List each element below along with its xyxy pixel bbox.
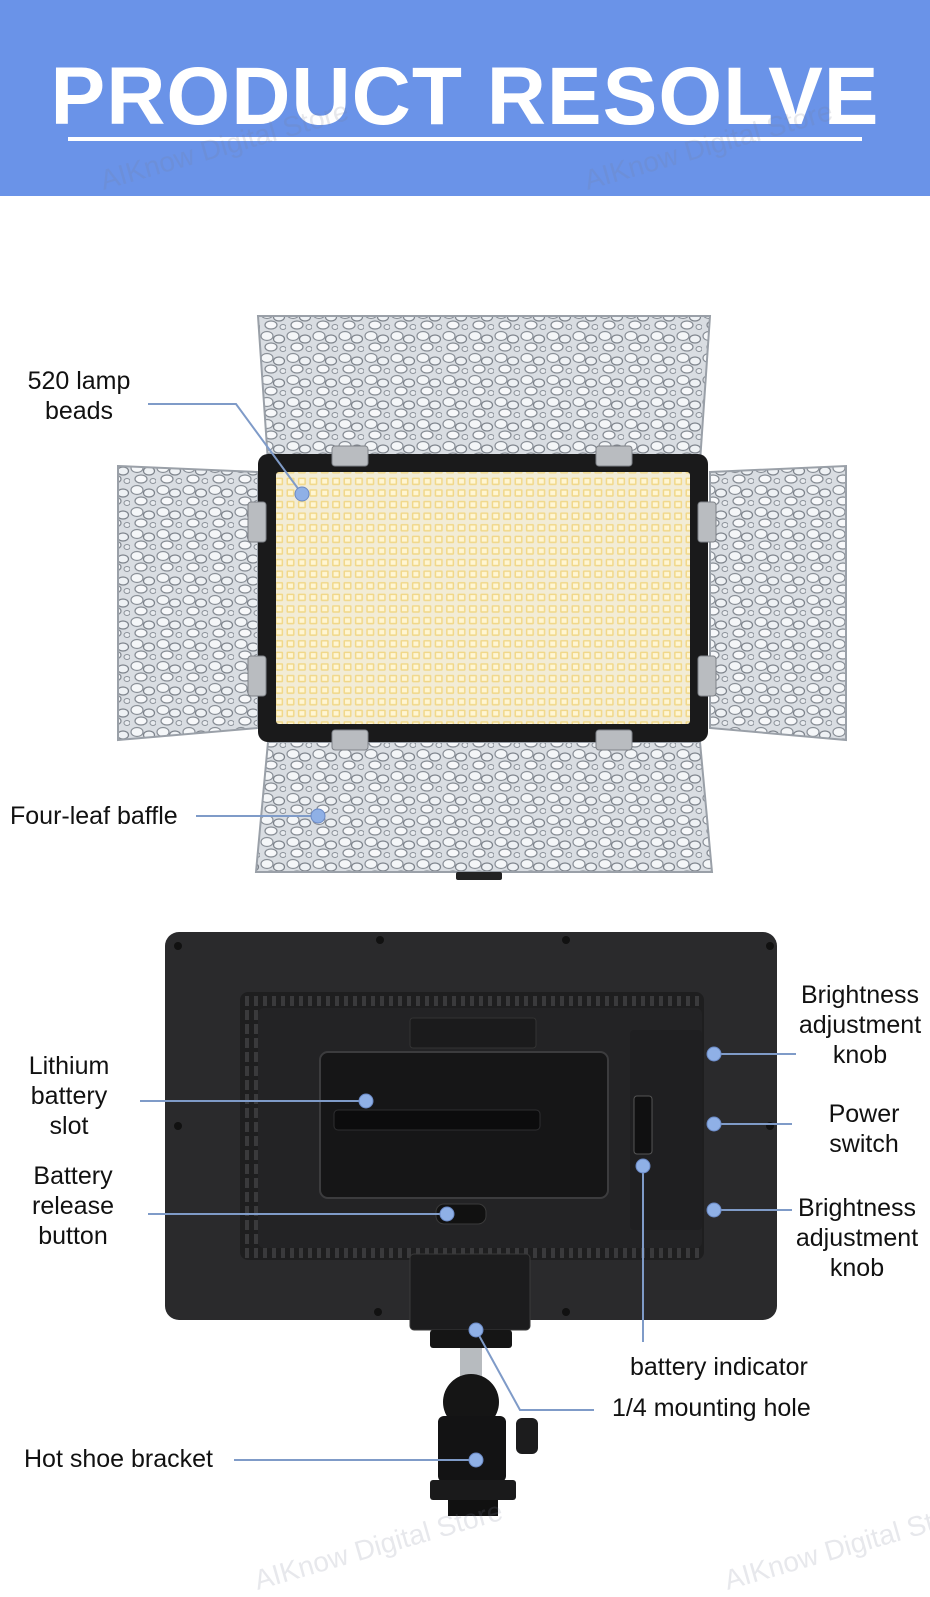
callout-dot <box>310 808 326 824</box>
callout-dot <box>635 1158 651 1174</box>
front-light <box>117 315 847 880</box>
callout-dot <box>706 1202 722 1218</box>
label-power-switch: Power switch <box>828 1100 900 1158</box>
label-lithium-battery-slot: Lithium battery slot <box>28 1052 110 1140</box>
label-four-leaf-baffle: Four-leaf baffle <box>10 802 178 830</box>
label-brightness-knob-top: Brightness adjustment knob <box>798 981 922 1069</box>
label-hot-shoe-bracket: Hot shoe bracket <box>24 1445 213 1473</box>
callout-dot <box>706 1046 722 1062</box>
label-battery-indicator: battery indicator <box>630 1353 808 1381</box>
banner-title: PRODUCT RESOLVE <box>50 51 880 142</box>
label-battery-release-button: Battery release button <box>32 1162 114 1250</box>
callout-dot <box>294 486 310 502</box>
back-light <box>165 932 777 1516</box>
label-mounting-hole: 1/4 mounting hole <box>612 1394 811 1422</box>
label-brightness-knob-bottom: Brightness adjustment knob <box>795 1194 919 1282</box>
banner-underline <box>68 137 862 141</box>
callout-dot <box>468 1452 484 1468</box>
callout-dot <box>468 1322 484 1338</box>
led-panel <box>276 472 690 724</box>
callout-dot <box>706 1116 722 1132</box>
callout-dot <box>439 1206 455 1222</box>
header-banner: PRODUCT RESOLVE <box>0 0 930 196</box>
label-lamp-beads: 520 lamp beads <box>27 367 131 425</box>
right-baffle-leaf <box>709 464 847 742</box>
callout-dot <box>358 1093 374 1109</box>
